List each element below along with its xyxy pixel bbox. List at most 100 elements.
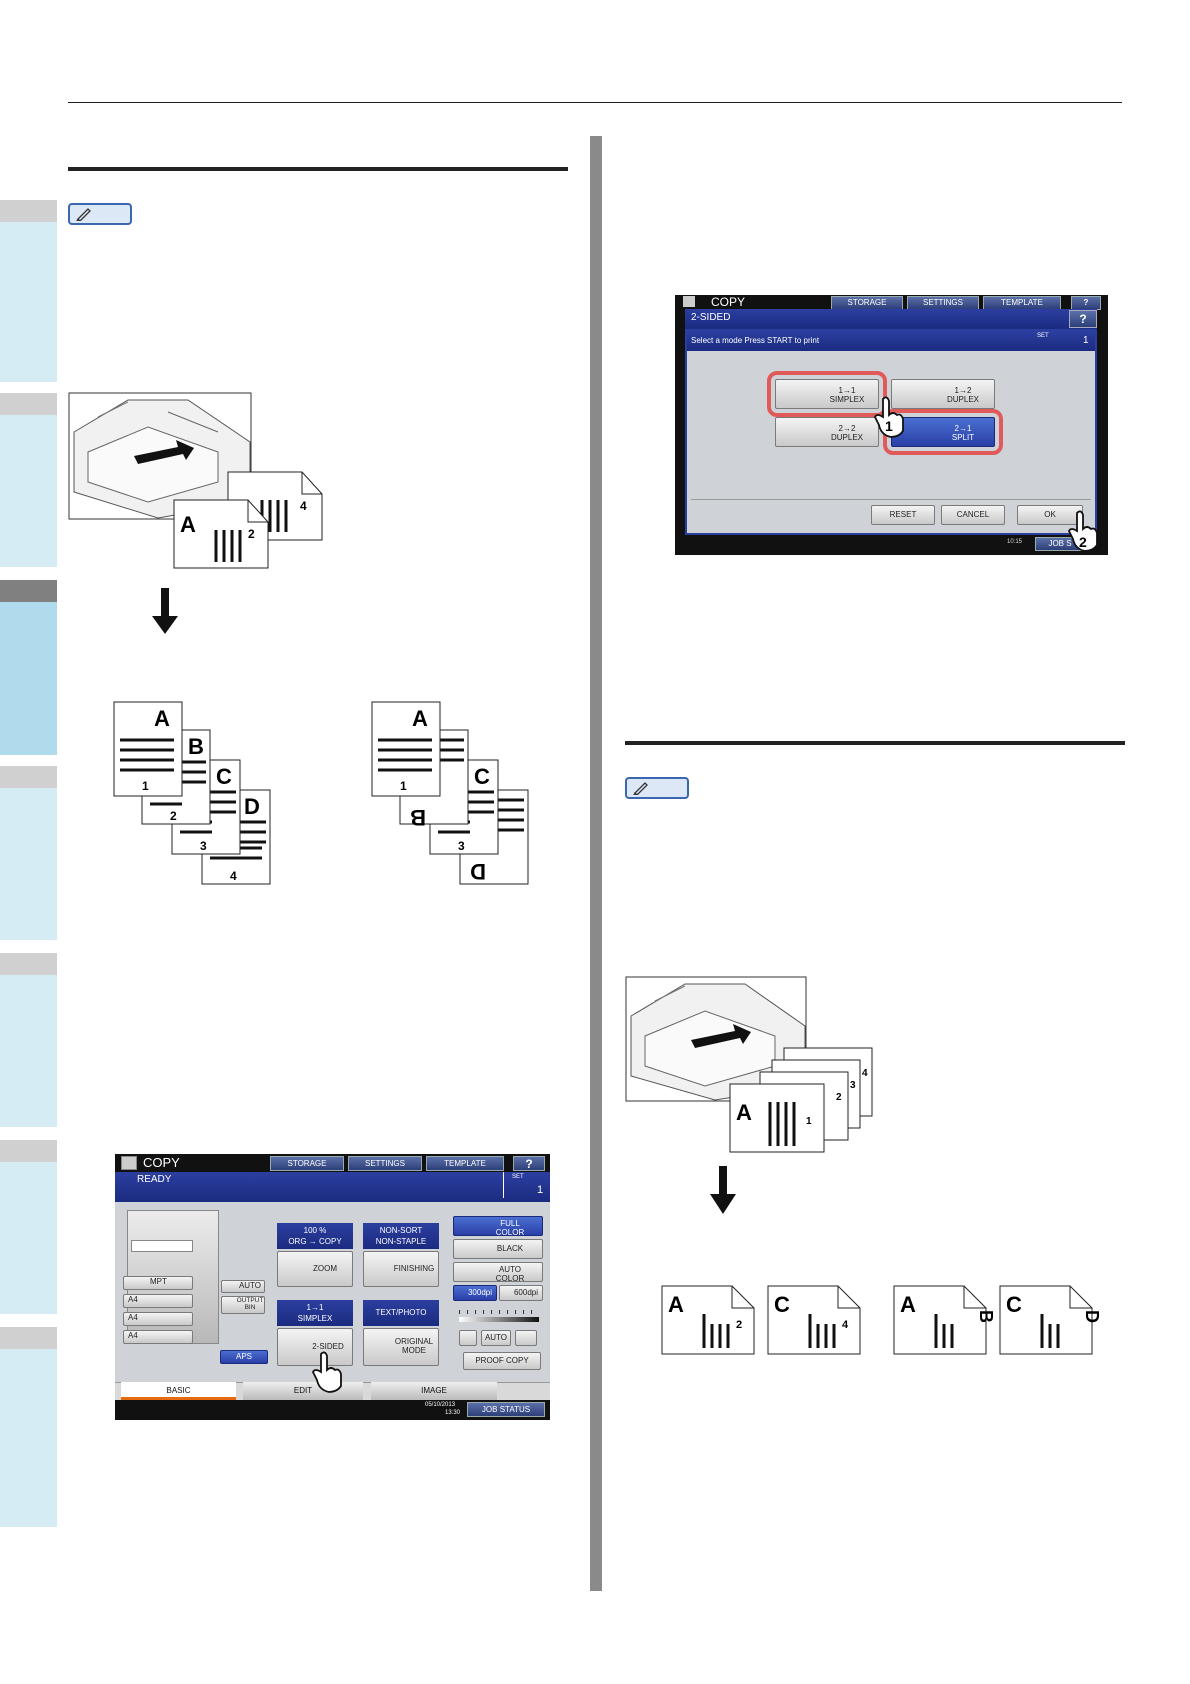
auto-color-line2: COLOR [495, 1274, 525, 1284]
svg-text:A: A [900, 1292, 916, 1317]
tray-1[interactable]: A4 [123, 1294, 193, 1308]
column-divider [590, 136, 602, 1591]
cancel-button[interactable]: CANCEL [941, 505, 1005, 525]
side-tab-3-active[interactable] [0, 580, 57, 755]
screen2-topbar: COPY STORAGE SETTINGS TEMPLATE ? [675, 295, 1108, 311]
memo-icon-2 [625, 777, 689, 799]
help-button[interactable]: ? [513, 1156, 545, 1171]
hand-pointer-step2-icon: 2 [1067, 510, 1098, 552]
option-split-line1: 2→1 [954, 424, 972, 433]
screen-time: 13:30 [445, 1410, 461, 1416]
tab-template[interactable]: TEMPLATE [426, 1156, 504, 1171]
option-1to2-line2: DUPLEX [946, 395, 979, 405]
reset-button[interactable]: RESET [871, 505, 935, 525]
tray-mpt[interactable]: MPT [123, 1276, 193, 1290]
set-label-2: SET [1037, 333, 1049, 339]
density-scale [459, 1310, 539, 1314]
tab-settings-2[interactable]: SETTINGS [907, 296, 979, 310]
option-duplex-1to2[interactable]: 1→2 DUPLEX [891, 379, 995, 409]
memo-icon [68, 203, 132, 225]
black-button[interactable]: BLACK [453, 1239, 543, 1259]
svg-text:2: 2 [170, 809, 177, 823]
ratio-display: 100 % ORG → COPY [277, 1223, 353, 1249]
svg-text:1: 1 [142, 779, 149, 793]
result-page-c4: C 4 [767, 1285, 861, 1355]
density-auto-button[interactable]: AUTO [481, 1330, 511, 1346]
side-tab-1[interactable] [0, 200, 57, 382]
option-split-2to1[interactable]: 2→1 SPLIT [891, 417, 995, 447]
result-stack-sequential: 4 D 3 C 2 B A 1 [113, 701, 271, 885]
output-tray-graphic [131, 1240, 193, 1252]
src-num-4: 4 [862, 1068, 868, 1079]
side-tab-4[interactable] [0, 766, 57, 940]
header-rule [68, 102, 1122, 103]
copy-title-2: COPY [711, 295, 746, 309]
original-mode-button[interactable]: ORIGINAL MODE [363, 1328, 439, 1366]
tab-image[interactable]: IMAGE [371, 1382, 497, 1400]
option-1to2-line1: 1→2 [954, 386, 972, 395]
tab-basic[interactable]: BASIC [121, 1382, 236, 1400]
svg-text:B: B [188, 734, 204, 759]
side-tab-7[interactable] [0, 1327, 57, 1527]
option-duplex-2to2[interactable]: 2→2 DUPLEX [775, 417, 879, 447]
svg-text:C: C [474, 764, 490, 789]
split-result-pages: A 2 C 4 A B C D [661, 1285, 1100, 1355]
step1-number: 1 [885, 418, 893, 434]
screen-topbar: COPY STORAGE SETTINGS TEMPLATE ? [115, 1154, 550, 1172]
svg-text:2: 2 [736, 1319, 742, 1331]
simplex-line1: 1→1 [306, 1303, 324, 1312]
tray-3[interactable]: A4 [123, 1330, 193, 1344]
job-status-button[interactable]: JOB STATUS [467, 1402, 545, 1417]
auto-color-line1: AUTO [498, 1265, 522, 1274]
source-pages-right: 4 3 2 A 1 [729, 1047, 873, 1153]
output-bin-label-2: BIN [244, 1304, 256, 1312]
option-simplex[interactable]: 1→1 SIMPLEX [775, 379, 879, 409]
src-num-1: 1 [806, 1116, 812, 1127]
help-button-2[interactable]: ? [1071, 296, 1101, 310]
aps-button[interactable]: APS [220, 1350, 268, 1364]
proof-copy-button[interactable]: PROOF COPY [463, 1352, 541, 1370]
option-2to2-line1: 2→2 [838, 424, 856, 433]
svg-text:1: 1 [400, 779, 407, 793]
full-color-line1: FULL [500, 1219, 520, 1228]
tab-storage[interactable]: STORAGE [270, 1156, 344, 1171]
lighter-button[interactable] [459, 1330, 477, 1346]
tab-storage-2[interactable]: STORAGE [831, 296, 903, 310]
section-rule-left [68, 167, 568, 171]
full-color-button[interactable]: FULL COLOR [453, 1216, 543, 1237]
option-simplex-line2: SIMPLEX [829, 395, 865, 405]
finishing-button[interactable]: FINISHING [363, 1251, 439, 1287]
side-tab-6[interactable] [0, 1140, 57, 1314]
status-bar: READY SET 1 [115, 1172, 550, 1202]
svg-text:C: C [774, 1292, 790, 1317]
zoom-button[interactable]: ZOOM [277, 1251, 353, 1287]
hand-pointer-icon [311, 1351, 342, 1393]
dialog-title: 2-SIDED [691, 312, 731, 323]
svg-text:C: C [216, 764, 232, 789]
status-ready: READY [137, 1174, 172, 1185]
density-slider[interactable] [459, 1317, 539, 1322]
svg-text:D: D [244, 794, 260, 819]
feeder-illustration-left [68, 392, 252, 520]
instruction-bar: Select a mode Press START to print SET 1 [687, 331, 1095, 351]
sort-display: NON-SORT NON-STAPLE [363, 1223, 439, 1249]
side-tab-5[interactable] [0, 953, 57, 1127]
ratio-line1: 100 % [303, 1226, 327, 1235]
tray-2[interactable]: A4 [123, 1312, 193, 1326]
dpi-300-button[interactable]: 300dpi [453, 1285, 497, 1301]
svg-text:3: 3 [458, 839, 465, 853]
two-sided-button[interactable]: 2-SIDED [277, 1328, 353, 1366]
darker-button[interactable] [515, 1330, 537, 1346]
auto-bin-button[interactable]: AUTO [221, 1280, 265, 1293]
section-rule-right [625, 741, 1125, 745]
dpi-600-button[interactable]: 600dpi [499, 1285, 543, 1301]
auto-color-button[interactable]: AUTO COLOR [453, 1262, 543, 1284]
dialog-help-button[interactable]: ? [1069, 310, 1097, 328]
tab-template-2[interactable]: TEMPLATE [983, 296, 1061, 310]
tab-settings[interactable]: SETTINGS [348, 1156, 422, 1171]
svg-text:4: 4 [842, 1319, 849, 1331]
set-label: SET [512, 1174, 524, 1180]
side-tab-2[interactable] [0, 393, 57, 567]
option-split-line2: SPLIT [951, 433, 975, 443]
output-bin-button[interactable]: OUTPUT BIN [221, 1296, 265, 1314]
